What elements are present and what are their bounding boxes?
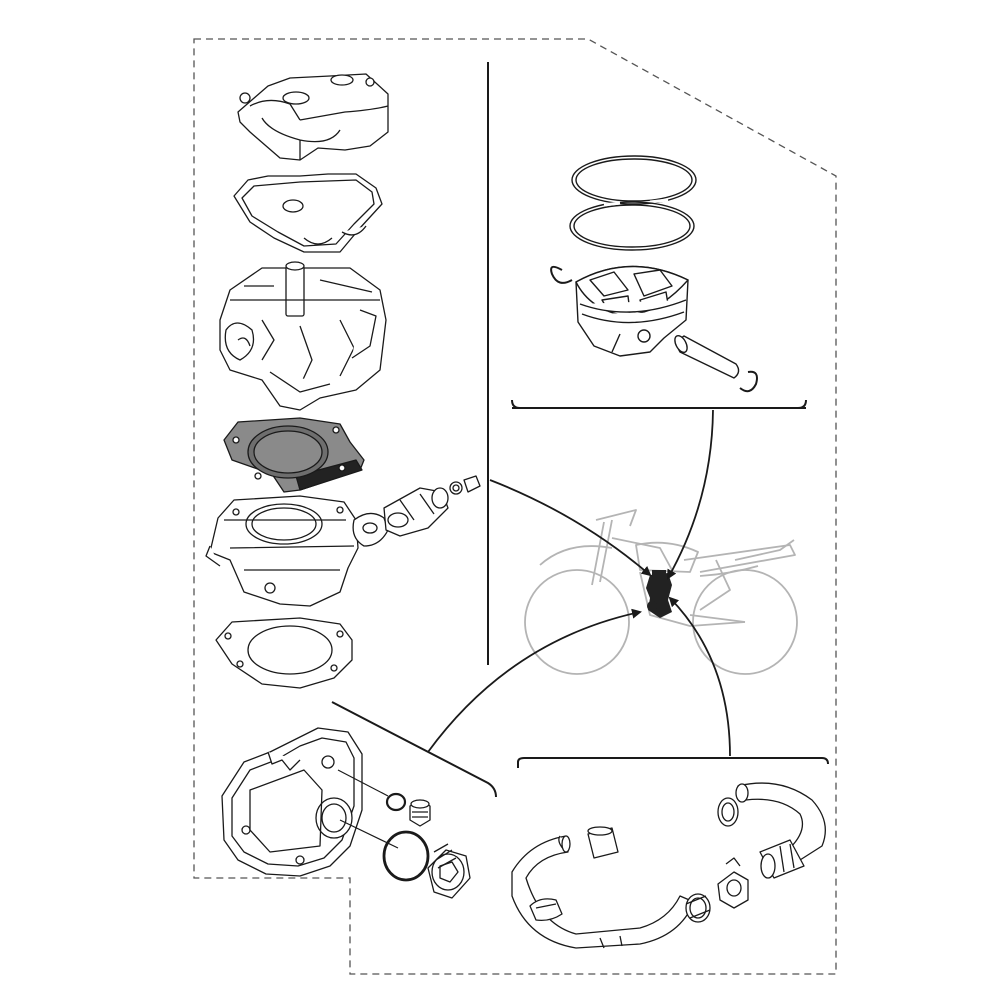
- cylinder-icon: [205, 495, 359, 607]
- head-gasket-icon: [223, 417, 365, 493]
- arrow-from-piston-group: [667, 409, 714, 580]
- piston-ring-top-icon: [571, 155, 697, 205]
- piston-pin-icon: [674, 335, 740, 379]
- gasket-ring-icon: [685, 893, 711, 923]
- base-gasket-icon: [215, 617, 353, 689]
- sleeve-icon: [587, 826, 619, 859]
- water-pump-housing-icon: [352, 487, 449, 547]
- piston-ring-second-icon: [569, 201, 695, 251]
- valve-cover-gasket-icon: [233, 173, 383, 253]
- piston-group: [550, 155, 758, 393]
- cylinder-head-icon: [219, 261, 387, 411]
- arrow-from-head-group: [489, 479, 652, 577]
- arrow-from-cover-group: [427, 608, 642, 753]
- front-fender: [539, 545, 613, 566]
- piston-panel-corners: [511, 399, 807, 409]
- bolt-and-washer-icon: [449, 475, 481, 495]
- spring-mount-icon: [717, 857, 749, 909]
- cover-panel-border: [331, 701, 497, 798]
- engine-location-icon: [646, 570, 672, 618]
- front-fork: [591, 519, 613, 586]
- small-plug-icon: [409, 799, 431, 827]
- front-wheel: [524, 569, 630, 675]
- dashed-boundary-outline: [193, 38, 837, 975]
- circlip-left-icon: [550, 265, 573, 284]
- header-pipe-icon: [511, 835, 695, 949]
- connector-arrows: [427, 409, 731, 757]
- exhaust-silhouette: [699, 565, 759, 577]
- number-plate: [611, 537, 673, 571]
- valve-cover-icon: [237, 73, 389, 161]
- cover-group: [221, 727, 471, 899]
- circlip-right-icon: [739, 370, 758, 393]
- small-o-ring-icon: [385, 792, 407, 812]
- exhaust-panel-border: [517, 757, 829, 768]
- head-group: [205, 73, 481, 689]
- motorcycle-silhouette-icon: [524, 509, 798, 675]
- large-o-ring-icon: [382, 830, 430, 882]
- swingarm: [689, 614, 746, 623]
- exhaust-clamp-icon: [529, 898, 563, 922]
- side-panel: [699, 559, 731, 611]
- handlebar: [595, 509, 637, 527]
- fuel-tank: [635, 541, 699, 573]
- exhaust-small-clamp-icon: [717, 797, 739, 827]
- large-plug-icon: [427, 843, 471, 899]
- outlet-pipe-icon: [735, 782, 826, 879]
- arrow-from-exhaust-group: [668, 596, 731, 757]
- exhaust-group: [511, 782, 826, 949]
- seat: [683, 544, 796, 573]
- piston-icon: [575, 265, 689, 357]
- frame-lower: [639, 571, 746, 627]
- rear-fender: [734, 539, 795, 561]
- engine-side-cover-icon: [221, 727, 363, 877]
